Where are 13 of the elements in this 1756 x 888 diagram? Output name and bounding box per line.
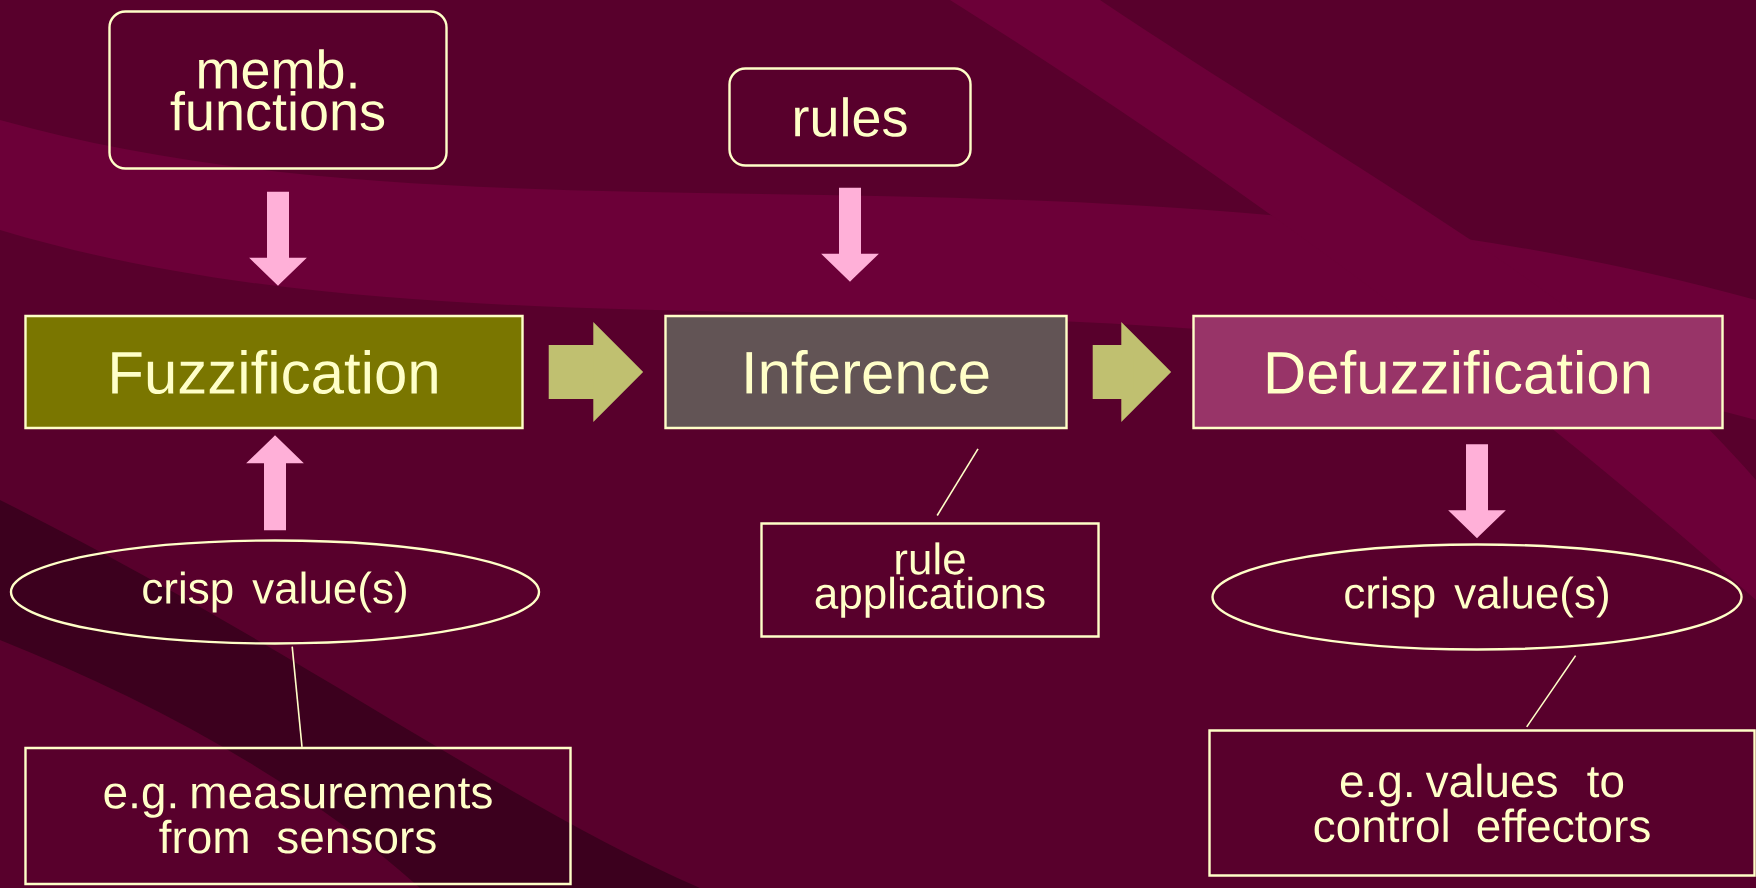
- process-box: Defuzzification: [1192, 314, 1724, 430]
- process-box: Fuzzification: [24, 314, 524, 430]
- note-box: e.g. values to control effectors: [1208, 729, 1756, 877]
- leader-line: [291, 645, 303, 748]
- note-box: e.g. measurements from sensors: [24, 746, 572, 886]
- leader-line: [936, 448, 979, 517]
- note-box: rule applications: [760, 522, 1100, 638]
- rounded-box: rules: [728, 67, 972, 167]
- process-box: Inference: [664, 314, 1068, 430]
- leader-line: [1525, 654, 1577, 728]
- ellipse-box: crisp value(s): [9, 539, 541, 645]
- ellipse-box: crisp value(s): [1211, 543, 1743, 651]
- rounded-box: memb. functions: [108, 10, 448, 170]
